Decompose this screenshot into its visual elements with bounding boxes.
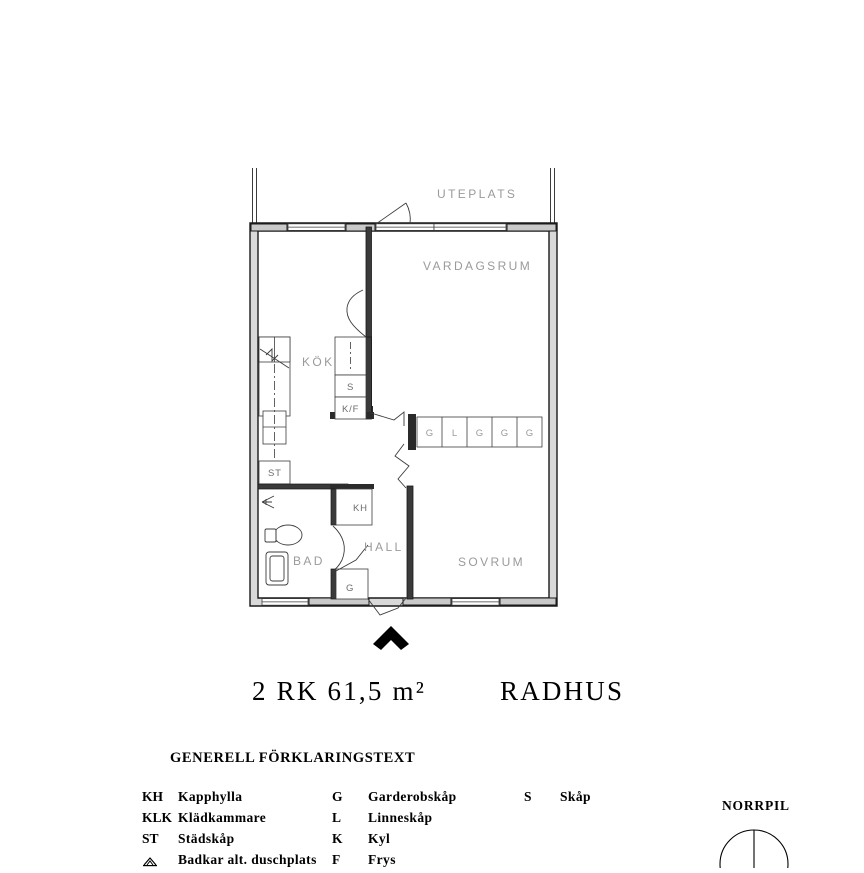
sovrum-wardrobe-row xyxy=(408,414,543,450)
kapphylla-label: KH xyxy=(353,503,368,514)
legend-row: G Garderobskåp xyxy=(332,786,457,807)
building-type-title: RADHUS xyxy=(500,676,625,706)
legend-key: KH xyxy=(142,789,164,804)
legend-value: Frys xyxy=(368,852,396,867)
room-labels: UTEPLATS VARDAGSRUM KÖK SOVRUM HALL BAD xyxy=(293,187,532,569)
legend-column-1: KH Kapphylla KLK Klädkammare ST Städskåp Ba… xyxy=(142,786,317,870)
stadskap-label: ST xyxy=(268,468,282,479)
legend-value: Linneskåp xyxy=(368,810,433,825)
kyl-frys-label: K/F xyxy=(342,404,359,415)
interior-wall-bathroom xyxy=(257,483,374,600)
terrace-railings xyxy=(252,168,555,224)
legend-key: ST xyxy=(142,831,159,846)
plan-title-row: 2 RK 61,5 m² RADHUS xyxy=(0,676,864,716)
compass-dial-icon xyxy=(714,824,794,873)
wardrobe-cell-label: G xyxy=(501,428,508,439)
legend-value: Badkar alt. duschplats xyxy=(178,852,317,867)
floor-plan-drawing: UTEPLATS VARDAGSRUM KÖK SOVRUM HALL BAD … xyxy=(249,168,558,650)
terrace-door-swing xyxy=(375,202,411,225)
bad-label: BAD xyxy=(293,554,325,568)
uteplats-label: UTEPLATS xyxy=(437,187,517,201)
legend-row: S Skåp xyxy=(524,786,591,807)
wardrobe-cell-label: G xyxy=(526,428,533,439)
legend-row: K Kyl xyxy=(332,828,457,849)
page-title: 2 RK 61,5 m² xyxy=(252,676,427,706)
legend-key: S xyxy=(524,789,532,804)
hall-label: HALL xyxy=(364,540,404,554)
legend-key: G xyxy=(332,789,343,804)
legend-value: Skåp xyxy=(560,789,591,804)
garderob-hall: G xyxy=(346,583,354,594)
legend-key: KLK xyxy=(142,810,173,825)
shower-icon xyxy=(261,495,275,509)
legend-row: KH Kapphylla xyxy=(142,786,317,807)
legend-heading: GENERELL FÖRKLARINGSTEXT xyxy=(170,750,416,766)
fixture-labels: ST S K/F KH G xyxy=(268,382,368,594)
entrance-arrow-icon xyxy=(373,626,409,650)
sovrum-label: SOVRUM xyxy=(458,555,525,569)
kok-label: KÖK xyxy=(302,355,335,369)
legend-value: Städskåp xyxy=(178,831,235,846)
interior-wall-bedroom xyxy=(406,485,414,600)
legend-value: Kapphylla xyxy=(178,789,243,804)
window-openings xyxy=(261,223,507,606)
legend-key: K xyxy=(332,831,343,846)
hall-boundary xyxy=(335,411,410,616)
legend-row: F Frys xyxy=(332,849,457,870)
wardrobe-cell-labels: G L G G G xyxy=(426,428,533,439)
bathroom-door-swing xyxy=(330,525,345,573)
kitchen-tall-cabinets xyxy=(334,336,367,420)
wall-stubs xyxy=(250,223,557,606)
legend-row: Badkar alt. duschplats xyxy=(142,849,317,870)
skap-label: S xyxy=(347,382,354,393)
legend-row: KLK Klädkammare xyxy=(142,807,317,828)
legend-key: L xyxy=(332,810,342,825)
legend-row: ST Städskåp xyxy=(142,828,317,849)
floor-plan: UTEPLATS VARDAGSRUM KÖK SOVRUM HALL BAD … xyxy=(249,168,558,650)
legend-value: Garderobskåp xyxy=(368,789,457,804)
bathroom-fixtures xyxy=(264,524,303,586)
legend-row: L Linneskåp xyxy=(332,807,457,828)
bathtub-icon xyxy=(142,849,178,870)
compass: NORRPIL xyxy=(700,798,850,873)
legend-column-2: G Garderobskåp L Linneskåp K Kyl F Frys xyxy=(332,786,457,870)
legend-column-3: S Skåp xyxy=(524,786,591,807)
legend-value: Klädkammare xyxy=(178,810,267,825)
compass-label: NORRPIL xyxy=(722,798,790,813)
vardagsrum-label: VARDAGSRUM xyxy=(423,259,532,273)
wardrobe-cell-label: G xyxy=(476,428,483,439)
legend-key: F xyxy=(332,852,341,867)
wardrobe-cell-label: L xyxy=(452,428,457,439)
legend-value: Kyl xyxy=(368,831,391,846)
wardrobe-cell-label: G xyxy=(426,428,433,439)
